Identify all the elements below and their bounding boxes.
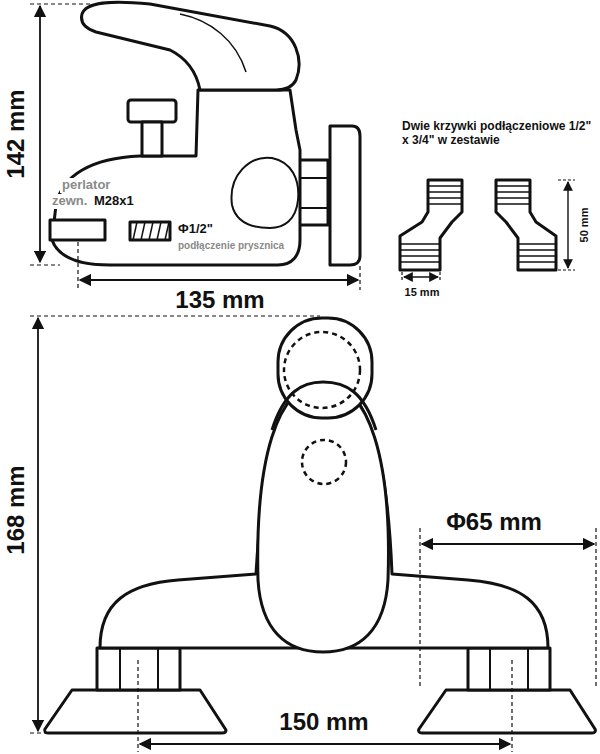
body-front-top	[272, 382, 376, 430]
fitting-threads	[400, 186, 556, 262]
dimension-label: 142 mm	[2, 89, 30, 178]
shower-thread	[130, 222, 170, 240]
aerator	[50, 220, 105, 240]
dimension-label: 150 mm	[279, 708, 368, 736]
flange-left	[45, 690, 226, 733]
connection-nut	[298, 160, 328, 225]
dimension-label: Φ65 mm	[446, 508, 542, 536]
lever-side	[82, 2, 299, 90]
nut-edge	[119, 648, 121, 690]
hidden-circle	[284, 332, 360, 408]
nut-right	[468, 648, 550, 690]
part-label: Φ1/2"	[176, 222, 215, 237]
nut-edge	[298, 177, 328, 179]
wall-flange	[330, 126, 360, 265]
hidden-circle	[302, 440, 346, 484]
part-label: zewn.	[50, 194, 89, 209]
dimension-label: 168 mm	[2, 465, 30, 554]
dimension-label: 135 mm	[175, 286, 264, 314]
note-label: Dwie krzywki podłączeniowe 1/2" x 3/4" w…	[402, 120, 594, 148]
lever-highlight	[180, 14, 246, 72]
fitting-left	[400, 180, 462, 270]
lever-front	[278, 318, 372, 418]
part-label: podłączenie prysznica	[176, 240, 286, 252]
nut-edge	[298, 207, 328, 209]
fitting-right	[496, 180, 556, 270]
flange-right	[419, 690, 596, 733]
diverter-stem	[142, 122, 162, 156]
dimension-lines	[30, 4, 596, 752]
part-label: perlator	[60, 178, 112, 193]
nut-edge	[527, 648, 529, 690]
dimension-label: 15 mm	[405, 286, 440, 299]
dimension-label: 50 mm	[578, 208, 591, 243]
nut-edge	[157, 648, 159, 690]
nut-edge	[489, 648, 491, 690]
cam-circle	[232, 158, 299, 228]
thread-hatch	[133, 222, 169, 240]
body-front	[258, 382, 389, 652]
part-label: M28x1	[92, 194, 136, 209]
diverter-knob	[128, 100, 176, 122]
